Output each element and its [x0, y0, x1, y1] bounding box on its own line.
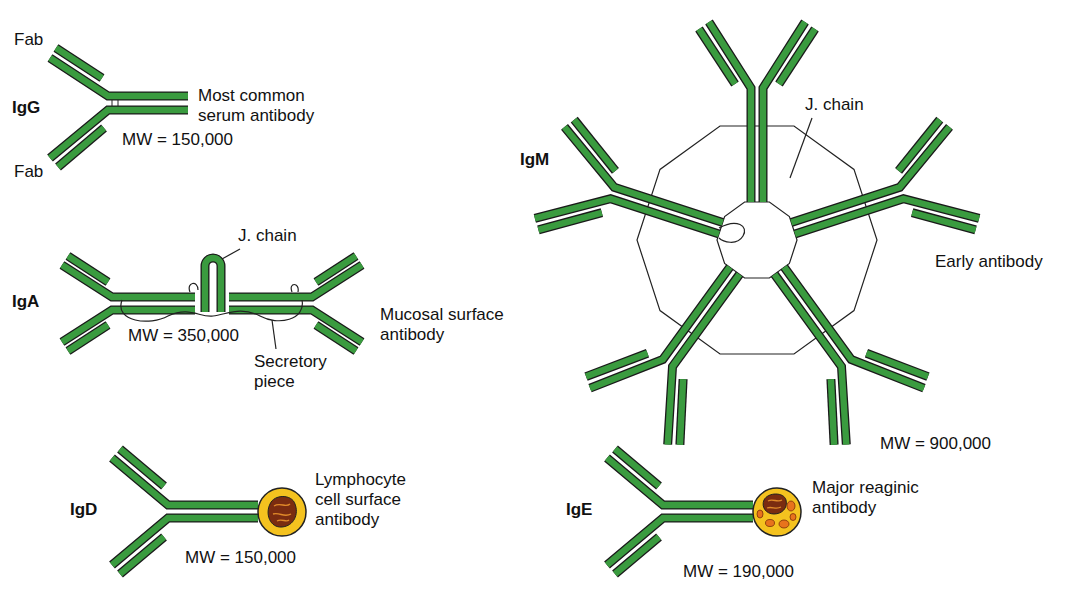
description-label: Mucosal surface antibody: [380, 305, 515, 345]
part-label: Secretory piece: [254, 352, 344, 392]
weight-label: MW = 350,000: [128, 326, 239, 346]
class-label: IgM: [520, 150, 549, 170]
part-label: J. chain: [805, 95, 864, 115]
weight-label: MW = 900,000: [880, 434, 991, 454]
description-label: Early antibody: [935, 252, 1043, 272]
chain-outline: [50, 22, 982, 574]
secretory-piece: [121, 283, 303, 321]
leader-line: [222, 118, 812, 349]
weight-label: MW = 190,000: [683, 562, 794, 582]
j-chain-ring: [637, 126, 877, 354]
description-label: Major reaginic antibody: [812, 478, 937, 518]
fragment-label: Fab: [14, 30, 43, 50]
class-label: IgE: [566, 500, 592, 520]
class-label: IgA: [12, 292, 39, 312]
part-label: J. chain: [238, 226, 297, 246]
hinge-bond: [112, 100, 118, 106]
mast-cell: [753, 488, 801, 536]
lymphocyte-cell: [258, 488, 306, 536]
class-label: IgG: [12, 98, 40, 118]
class-label: IgD: [70, 500, 97, 520]
weight-label: MW = 150,000: [185, 548, 296, 568]
chain-fill: [50, 22, 982, 574]
fragment-label: Fab: [14, 162, 43, 182]
description-label: Most common serum antibody: [198, 86, 328, 126]
description-label: Lymphocyte cell surface antibody: [315, 470, 430, 530]
weight-label: MW = 150,000: [122, 130, 233, 150]
